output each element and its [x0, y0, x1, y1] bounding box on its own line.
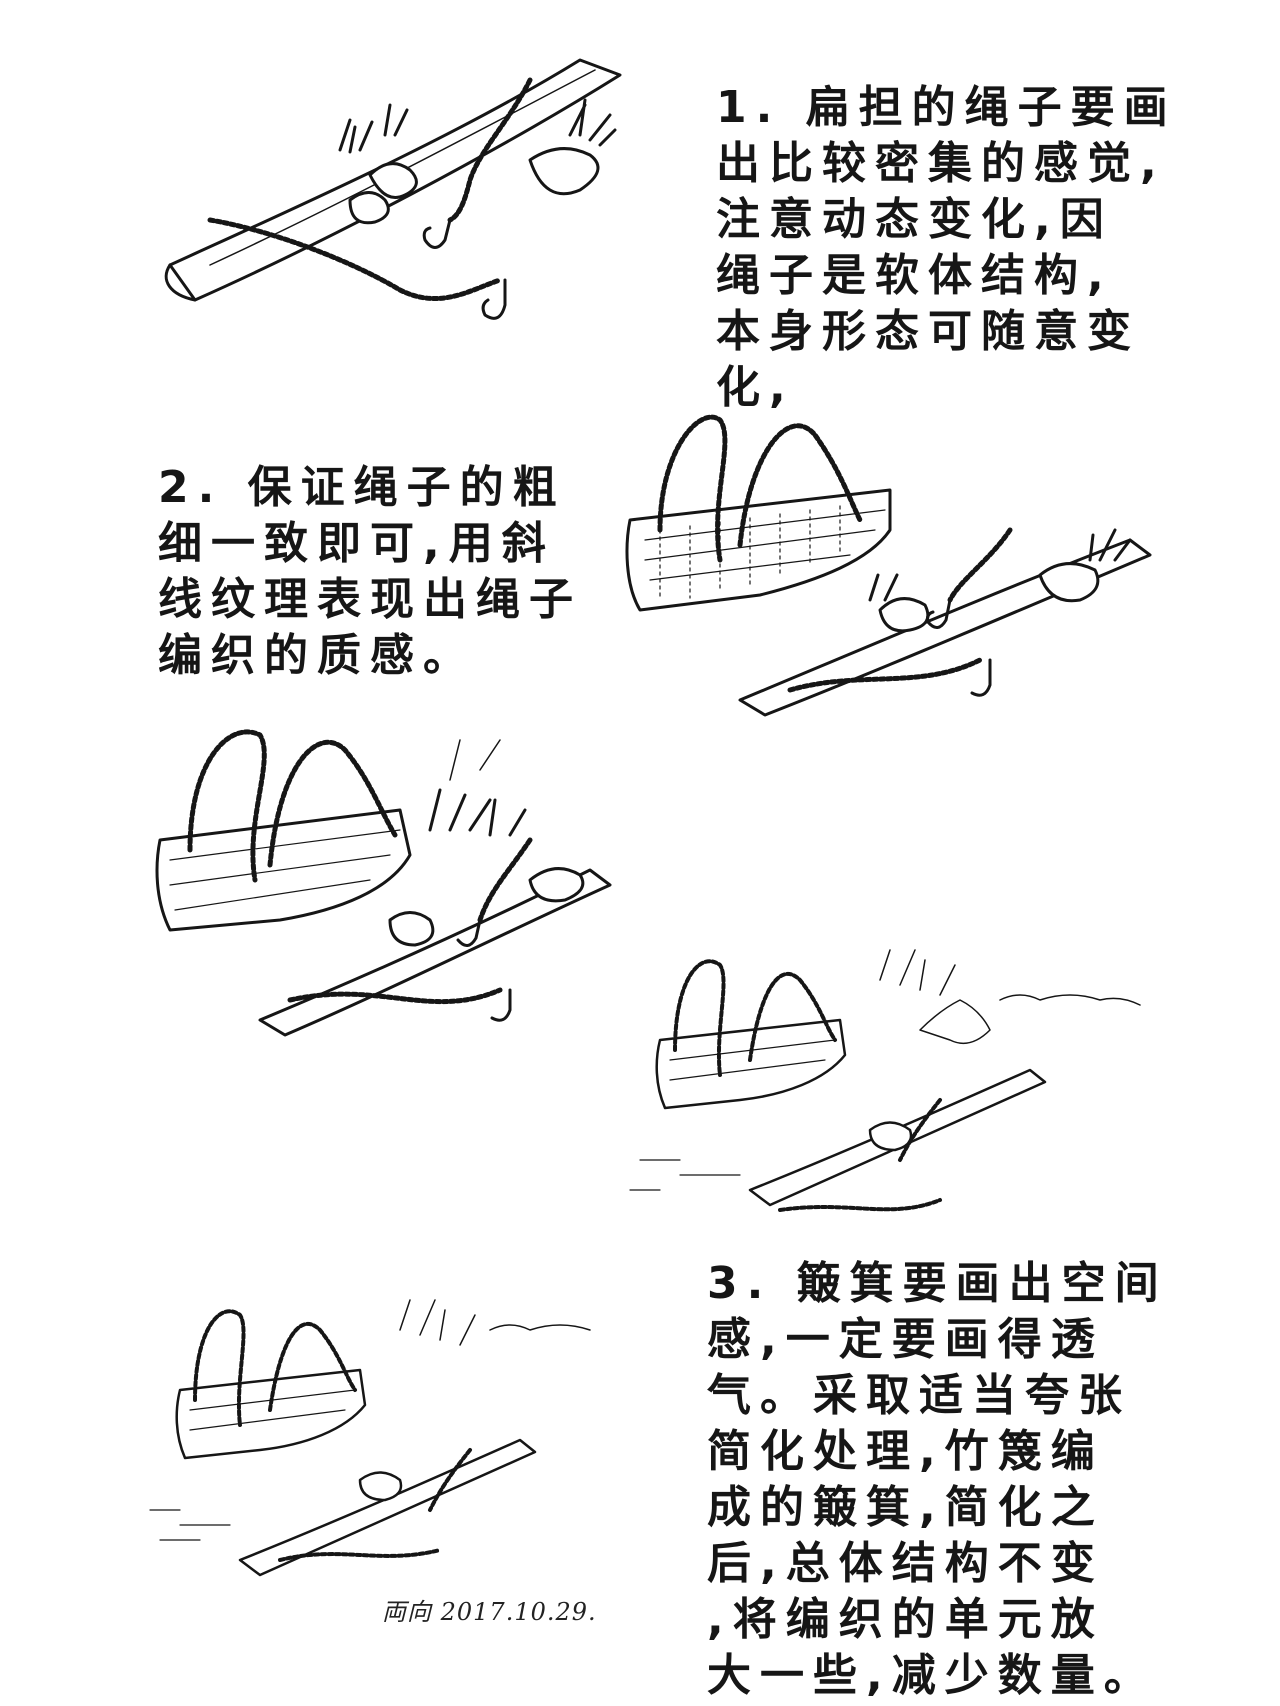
sketch-carrying-pole	[164, 58, 622, 320]
note-2-line: 编织的质感。	[158, 630, 476, 681]
sketch-baskets-and-pole	[625, 414, 1152, 717]
note-3-line: 3. 簸箕要画出空间	[707, 1258, 1168, 1309]
note-2: 2. 保证绳子的粗 细一致即可,用斜 线纹理表现出绳子 编织的质感。	[158, 460, 582, 684]
note-3-line: 简化处理,竹篾编	[707, 1426, 1104, 1477]
artist-signature: 両向 2017.10.29.	[382, 1598, 597, 1626]
note-1-line: 注意动态变化,因	[716, 194, 1113, 245]
note-2-line: 线纹理表现出绳子	[158, 574, 582, 625]
note-2-line: 细一致即可,用斜	[158, 518, 555, 569]
sketch-final-scene	[149, 1299, 591, 1577]
note-1-line: 本身形态可随意变	[716, 306, 1140, 357]
note-1-line: 1. 扁担的绳子要画	[716, 82, 1177, 133]
note-3-line: ,将编织的单元放	[707, 1594, 1104, 1645]
note-3-line: 成的簸箕,简化之	[707, 1482, 1104, 1533]
sketch-baskets-with-grass	[155, 729, 612, 1037]
note-1-line: 出比较密集的感觉,	[716, 138, 1166, 189]
note-3-line: 感,一定要画得透	[707, 1314, 1104, 1365]
note-3-line: 气。采取适当夸张	[707, 1370, 1131, 1421]
note-3-line: 后,总体结构不变	[707, 1538, 1104, 1589]
note-1-line: 化,	[716, 362, 795, 413]
note-1-line: 绳子是软体结构,	[716, 250, 1113, 301]
note-1: 1. 扁担的绳子要画 出比较密集的感觉, 注意动态变化,因 绳子是软体结构, 本…	[716, 80, 1177, 416]
note-3-line: 大一些,减少数量。	[707, 1650, 1157, 1701]
sketch-scene-with-foliage	[629, 949, 1141, 1212]
note-3: 3. 簸箕要画出空间 感,一定要画得透 气。采取适当夸张 简化处理,竹篾编 成的…	[707, 1256, 1168, 1704]
note-2-line: 2. 保证绳子的粗	[158, 462, 566, 513]
